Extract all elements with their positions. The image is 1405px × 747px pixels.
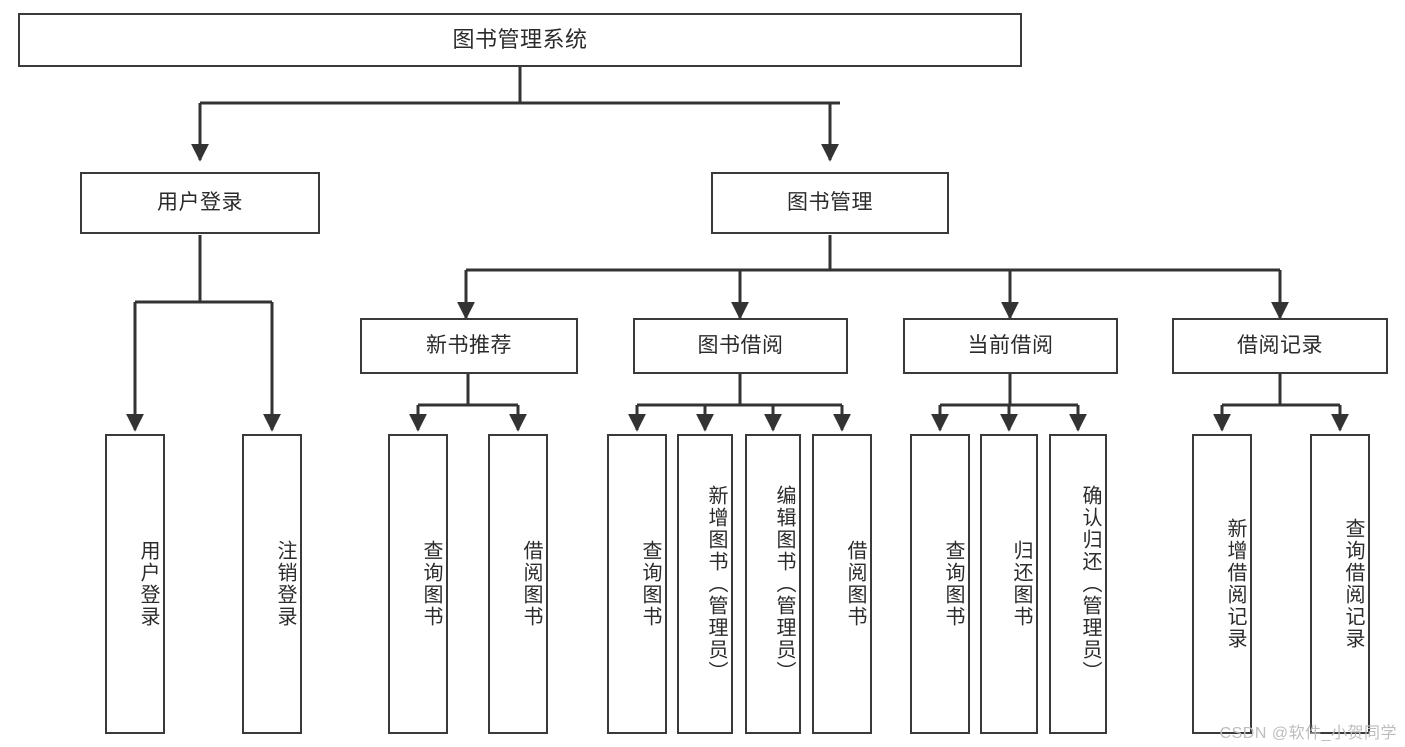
leaf-borrow-add-book-admin[interactable]: 新增图书（管理员） bbox=[677, 434, 733, 734]
node-borrow-records[interactable]: 借阅记录 bbox=[1172, 318, 1388, 374]
node-book-borrowing[interactable]: 图书借阅 bbox=[633, 318, 848, 374]
node-label: 图书管理系统 bbox=[452, 26, 588, 52]
node-new-book-recommendation[interactable]: 新书推荐 bbox=[360, 318, 578, 374]
node-user-login[interactable]: 用户登录 bbox=[80, 172, 320, 234]
node-label: 归还图书 bbox=[1010, 540, 1032, 628]
leaf-current-return-books[interactable]: 归还图书 bbox=[980, 434, 1038, 734]
leaf-user-login-signin[interactable]: 用户登录 bbox=[105, 434, 165, 734]
node-label: 注销登录 bbox=[274, 540, 296, 628]
watermark: CSDN @软件_小贺同学 bbox=[1219, 725, 1397, 742]
node-label: 当前借阅 bbox=[967, 334, 1054, 358]
node-label: 借阅记录 bbox=[1237, 334, 1323, 358]
node-label: 新书推荐 bbox=[426, 334, 512, 358]
node-label: 新增图书（管理员） bbox=[705, 485, 727, 683]
leaf-borrow-borrow-books[interactable]: 借阅图书 bbox=[812, 434, 872, 734]
node-label: 图书借阅 bbox=[697, 334, 784, 358]
node-label: 查询图书 bbox=[420, 540, 442, 628]
leaf-records-query-borrow-record[interactable]: 查询借阅记录 bbox=[1310, 434, 1370, 734]
leaf-borrow-edit-book-admin[interactable]: 编辑图书（管理员） bbox=[745, 434, 801, 734]
node-label: 借阅图书 bbox=[844, 540, 866, 628]
node-book-management[interactable]: 图书管理 bbox=[711, 172, 949, 234]
node-label: 借阅图书 bbox=[520, 540, 542, 628]
node-label: 用户登录 bbox=[157, 191, 243, 215]
leaf-current-query-books[interactable]: 查询图书 bbox=[910, 434, 970, 734]
node-root-library-management-system[interactable]: 图书管理系统 bbox=[18, 13, 1022, 67]
leaf-current-confirm-return-admin[interactable]: 确认归还（管理员） bbox=[1049, 434, 1107, 734]
node-current-borrowing[interactable]: 当前借阅 bbox=[903, 318, 1118, 374]
leaf-new-book-borrow-books[interactable]: 借阅图书 bbox=[488, 434, 548, 734]
leaf-new-book-query-books[interactable]: 查询图书 bbox=[388, 434, 448, 734]
node-label: 查询图书 bbox=[639, 540, 661, 628]
node-label: 新增借阅记录 bbox=[1224, 518, 1246, 650]
leaf-user-login-logout[interactable]: 注销登录 bbox=[242, 434, 302, 734]
node-label: 用户登录 bbox=[137, 540, 159, 628]
node-label: 编辑图书（管理员） bbox=[773, 485, 795, 683]
leaf-borrow-query-books[interactable]: 查询图书 bbox=[607, 434, 667, 734]
node-label: 查询图书 bbox=[942, 540, 964, 628]
leaf-records-add-borrow-record[interactable]: 新增借阅记录 bbox=[1192, 434, 1252, 734]
node-label: 确认归还（管理员） bbox=[1079, 485, 1101, 683]
node-label: 查询借阅记录 bbox=[1342, 518, 1364, 650]
node-label: 图书管理 bbox=[787, 191, 873, 215]
